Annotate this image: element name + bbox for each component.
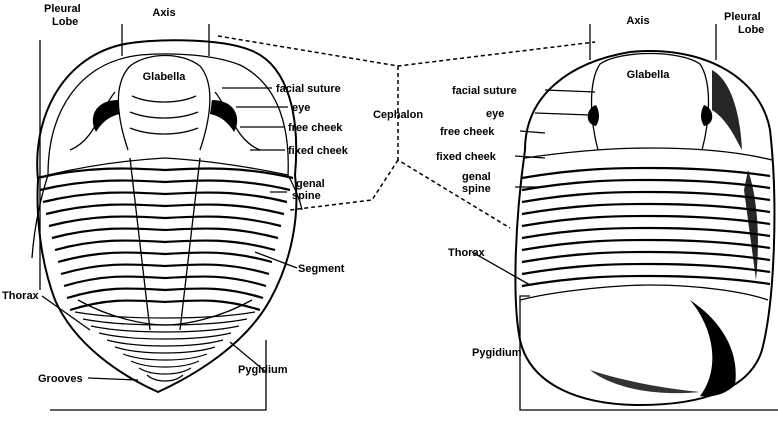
label-left-free-cheek: free cheek: [288, 122, 343, 134]
label-left-segment: Segment: [298, 263, 345, 275]
label-left-fixed-cheek: fixed cheek: [288, 145, 349, 157]
label-right-genal-spine-1: genal: [462, 171, 491, 183]
label-right-eye: eye: [486, 108, 504, 120]
svg-text:genal spine: genal spine: [462, 171, 494, 195]
right-trilobite: [515, 51, 774, 405]
label-left-glabella: Glabella: [143, 71, 187, 83]
label-left-pygidium: Pygidium: [238, 364, 288, 376]
svg-text:Pleural Lobe: Pleural Lobe: [44, 3, 84, 28]
label-left-axis: Axis: [152, 7, 175, 19]
label-right-pleural-lobe-1: Pleural: [724, 11, 761, 23]
label-left-pleural-lobe-2: Lobe: [52, 16, 78, 28]
label-right-axis: Axis: [626, 15, 649, 27]
svg-text:genal spine: genal spine: [292, 178, 328, 202]
label-right-genal-spine-2: spine: [462, 183, 491, 195]
label-left-genal-spine-2: spine: [292, 190, 321, 202]
label-right-facial-suture: facial suture: [452, 85, 517, 97]
label-right-thorax: Thorax: [448, 247, 486, 259]
label-cephalon: Cephalon: [373, 109, 423, 121]
label-left-thorax: Thorax: [2, 290, 40, 302]
label-right-free-cheek: free cheek: [440, 126, 495, 138]
label-right-glabella: Glabella: [627, 69, 671, 81]
left-trilobite: [32, 40, 302, 392]
label-left-pleural-lobe-1: Pleural: [44, 3, 81, 15]
label-right-pleural-lobe-2: Lobe: [738, 24, 764, 36]
label-left-facial-suture: facial suture: [276, 83, 341, 95]
label-right-pygidium: Pygidium: [472, 347, 522, 359]
label-left-grooves: Grooves: [38, 373, 83, 385]
label-right-fixed-cheek: fixed cheek: [436, 151, 497, 163]
label-left-eye: eye: [292, 102, 310, 114]
svg-text:Pleural Lobe: Pleural Lobe: [724, 11, 764, 36]
label-left-genal-spine-1: genal: [296, 178, 325, 190]
